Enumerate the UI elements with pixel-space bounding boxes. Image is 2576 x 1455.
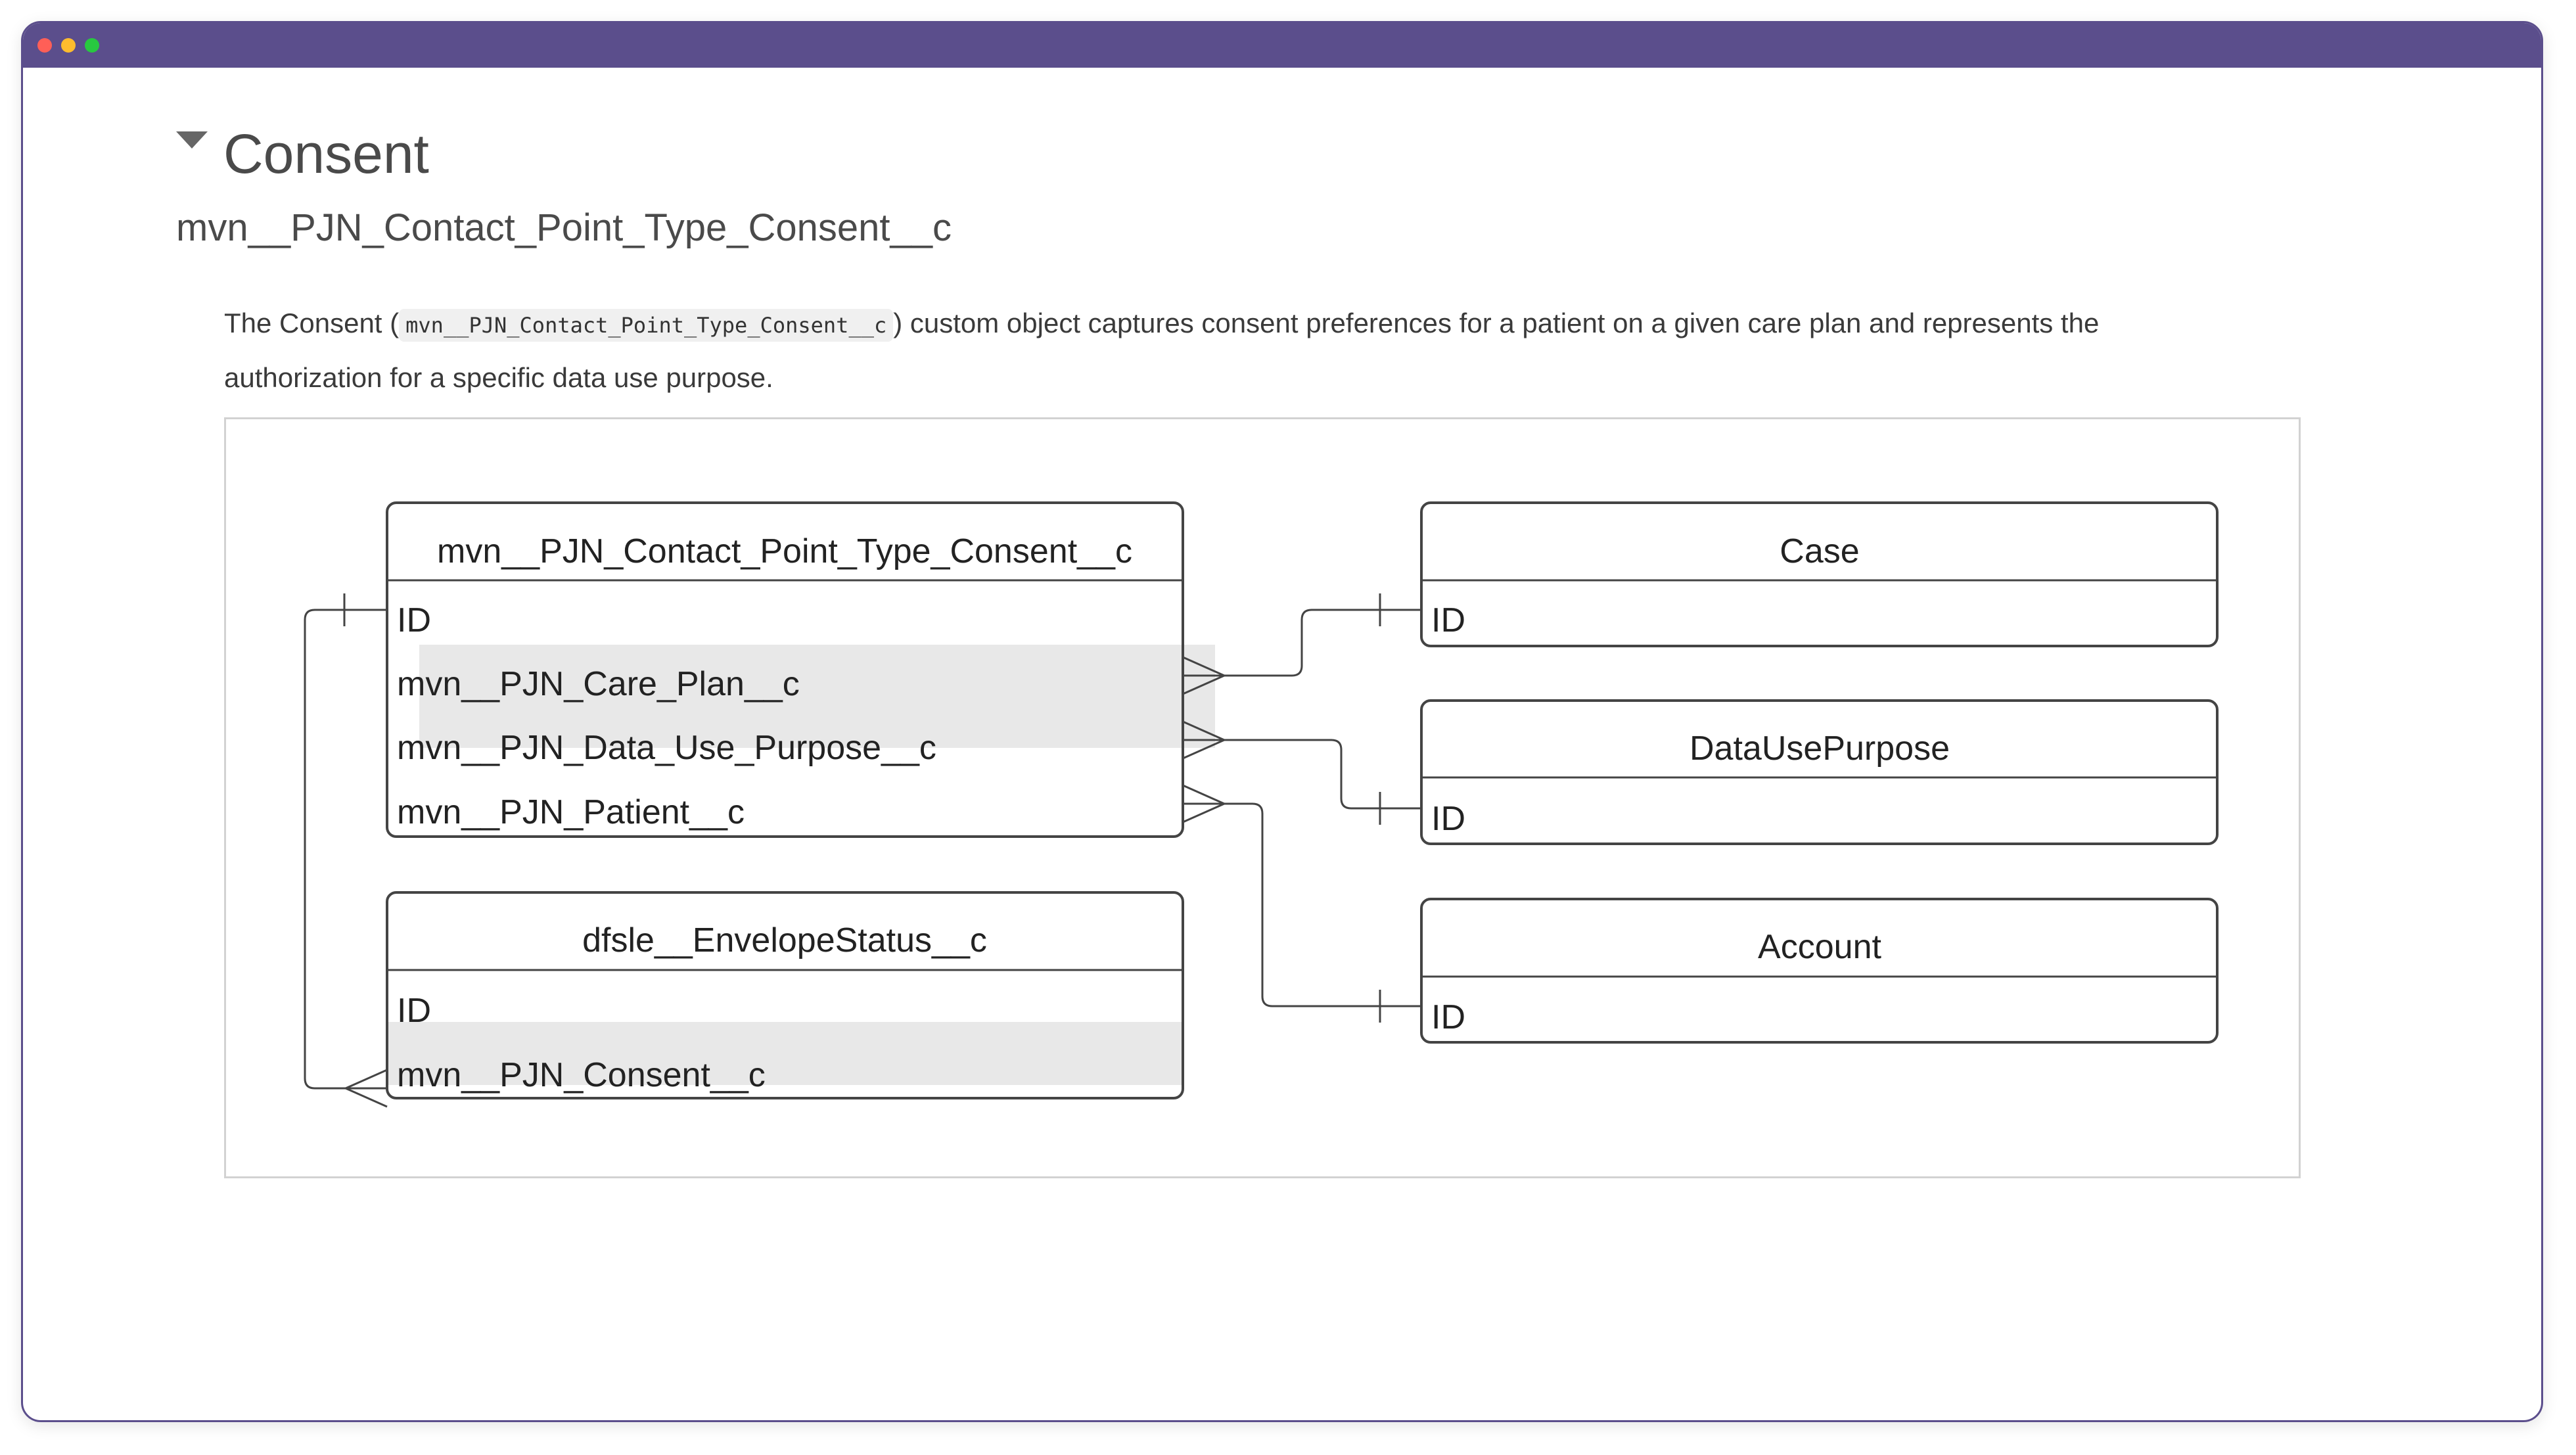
entity-data-use-purpose-title: DataUsePurpose (1690, 729, 1950, 768)
entity-data-use-purpose-field-id: ID (1431, 800, 1465, 838)
entity-account-field-id: ID (1431, 998, 1465, 1036)
title-bar (23, 23, 2541, 68)
entity-envelope-status: dfsle__EnvelopeStatus__c ID mvn__PJN_Con… (386, 891, 1184, 1099)
object-description: The Consent (mvn__PJN_Contact_Point_Type… (224, 297, 2196, 404)
minimize-window-button[interactable] (61, 38, 76, 53)
entity-account: Account ID (1420, 898, 2219, 1044)
relationship-data-use-purpose (1182, 720, 1421, 825)
relationship-envelope-to-consent (304, 593, 388, 1108)
description-text-after: ) custom object captures consent prefere… (224, 308, 2100, 393)
entity-case-field-id: ID (1431, 601, 1465, 639)
entity-consent-field-data-use-purpose: mvn__PJN_Data_Use_Purpose__c (397, 729, 936, 767)
entity-consent-title: mvn__PJN_Contact_Point_Type_Consent__c (437, 532, 1132, 570)
collapse-caret-icon[interactable] (176, 131, 208, 149)
entity-consent-field-id: ID (397, 601, 431, 639)
maximize-window-button[interactable] (85, 38, 99, 53)
entity-consent-field-patient: mvn__PJN_Patient__c (397, 793, 745, 831)
entity-data-use-purpose: DataUsePurpose ID (1420, 699, 2219, 845)
inline-code: mvn__PJN_Contact_Point_Type_Consent__c (399, 309, 894, 342)
entity-consent: mvn__PJN_Contact_Point_Type_Consent__c I… (386, 501, 1215, 838)
entity-envelope-field-id: ID (397, 992, 431, 1030)
relationship-patient-to-account (1182, 784, 1421, 1023)
entity-case-title: Case (1780, 532, 1859, 570)
erd-diagram: mvn__PJN_Contact_Point_Type_Consent__c I… (224, 417, 2301, 1178)
object-api-name: mvn__PJN_Contact_Point_Type_Consent__c (176, 206, 952, 249)
relationship-care-plan-to-case (1182, 593, 1421, 695)
description-text-before: The Consent ( (224, 308, 400, 338)
entity-envelope-title: dfsle__EnvelopeStatus__c (582, 921, 987, 959)
entity-consent-field-care-plan: mvn__PJN_Care_Plan__c (397, 665, 800, 703)
close-window-button[interactable] (37, 38, 52, 53)
section-title: Consent (223, 123, 429, 185)
erd-canvas: mvn__PJN_Contact_Point_Type_Consent__c I… (304, 501, 2219, 1108)
entity-case: Case ID (1420, 501, 2219, 647)
entity-envelope-field-consent: mvn__PJN_Consent__c (397, 1056, 766, 1094)
entity-account-title: Account (1758, 928, 1881, 966)
